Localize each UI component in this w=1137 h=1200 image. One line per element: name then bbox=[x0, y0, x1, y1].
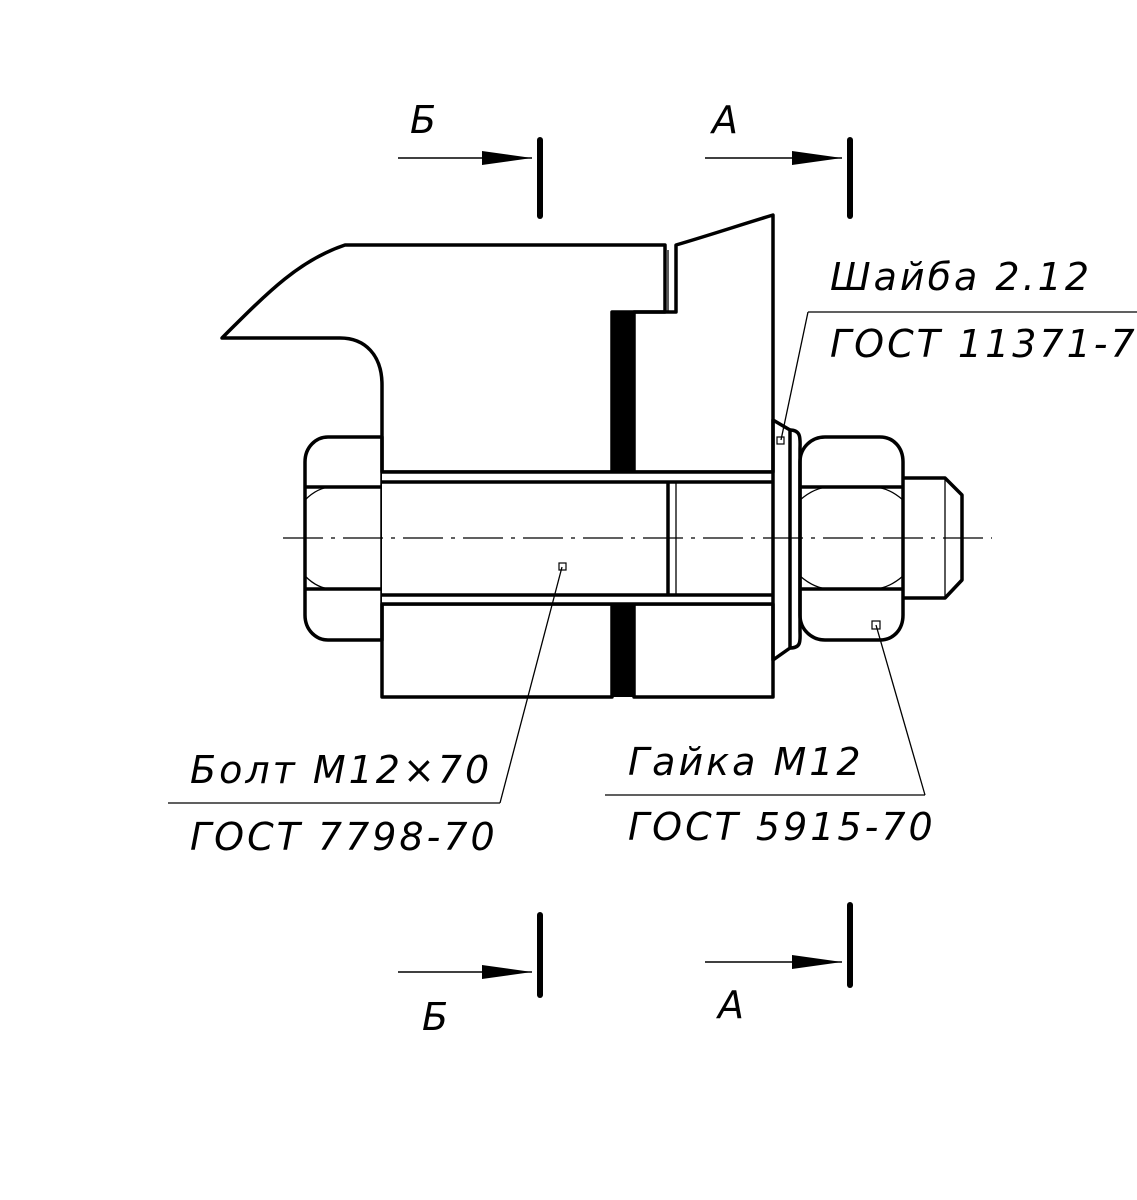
section-label-a-bottom: А bbox=[715, 983, 747, 1027]
section-b-top: Б bbox=[398, 98, 543, 219]
washer bbox=[771, 418, 802, 662]
section-b-bottom: Б bbox=[398, 912, 543, 1039]
section-label-a-top: А bbox=[709, 98, 741, 142]
gasket bbox=[612, 312, 634, 697]
section-label-b-bottom: Б bbox=[422, 995, 451, 1039]
washer-callout-standard: ГОСТ 11371-78 bbox=[830, 322, 1137, 366]
washer-callout-name: Шайба 2.12 bbox=[830, 255, 1092, 299]
nut-callout: Гайка М12 ГОСТ 5915-70 bbox=[605, 620, 936, 849]
bolt-callout-name: Болт М12×70 bbox=[190, 748, 492, 792]
bolt-callout-standard: ГОСТ 7798-70 bbox=[190, 815, 498, 859]
right-plate bbox=[632, 213, 775, 699]
bolt-callout: Болт М12×70 ГОСТ 7798-70 bbox=[168, 562, 567, 859]
washer-callout: Шайба 2.12 ГОСТ 11371-78 bbox=[776, 255, 1137, 445]
nut-callout-name: Гайка М12 bbox=[628, 740, 864, 784]
section-a-bottom: А bbox=[705, 902, 853, 1027]
section-a-top: А bbox=[705, 98, 853, 219]
nut-callout-standard: ГОСТ 5915-70 bbox=[628, 805, 936, 849]
bolt-head bbox=[303, 435, 384, 642]
section-label-b-top: Б bbox=[410, 98, 439, 142]
